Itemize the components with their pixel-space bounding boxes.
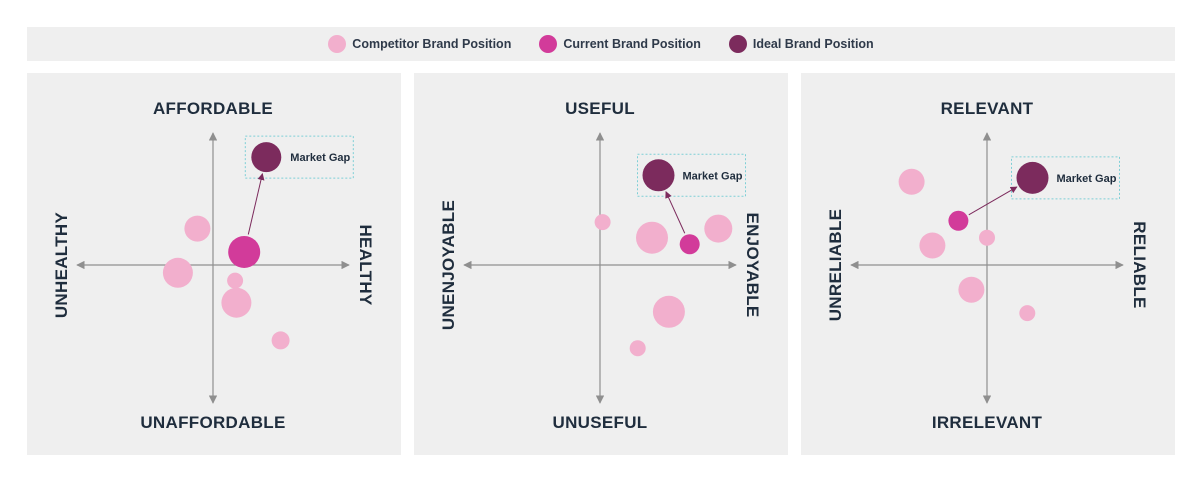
competitor-bubble bbox=[594, 214, 611, 231]
competitor-bubble bbox=[221, 287, 252, 318]
legend-item-ideal: Ideal Brand Position bbox=[728, 35, 874, 53]
axis-label-top: AFFORDABLE bbox=[153, 99, 273, 118]
competitor-bubble bbox=[636, 221, 668, 254]
legend-label: Competitor Brand Position bbox=[352, 37, 512, 51]
chart-svg-2: USEFUL UNUSEFUL UNENJOYABLE ENJOYABLE Market… bbox=[439, 99, 762, 432]
competitor-dot-icon bbox=[328, 35, 347, 53]
legend: Competitor Brand Position Current Brand … bbox=[27, 27, 1175, 61]
competitor-bubble bbox=[227, 272, 244, 289]
ideal-brand-bubble bbox=[642, 159, 675, 192]
competitor-bubble bbox=[629, 340, 646, 357]
axis-label-right: RELIABLE bbox=[1130, 221, 1149, 308]
legend-item-competitor: Competitor Brand Position bbox=[328, 35, 511, 53]
market-gap-label: Market Gap bbox=[683, 170, 743, 182]
market-gap-arrow bbox=[968, 186, 1018, 216]
current-dot-icon bbox=[539, 35, 558, 53]
competitor-bubble bbox=[184, 215, 211, 242]
ideal-brand-bubble bbox=[251, 142, 282, 173]
legend-label: Ideal Brand Position bbox=[752, 37, 874, 51]
competitor-bubble bbox=[919, 232, 946, 259]
axis-label-left: UNENJOYABLE bbox=[439, 200, 458, 330]
competitor-bubble bbox=[704, 214, 733, 243]
axis-label-left: UNHEALTHY bbox=[52, 212, 71, 319]
market-gap-arrow bbox=[247, 172, 265, 235]
axis-label-right: ENJOYABLE bbox=[743, 212, 762, 317]
market-gap-label: Market Gap bbox=[1057, 173, 1117, 185]
perceptual-map-3: RELEVANT IRRELEVANT UNRELIABLE RELIABLE Mark… bbox=[801, 73, 1175, 455]
axis-label-bottom: UNAFFORDABLE bbox=[140, 413, 285, 432]
axis-label-top: RELEVANT bbox=[941, 99, 1034, 118]
competitor-bubble bbox=[1019, 305, 1036, 322]
market-gap-box bbox=[1011, 156, 1120, 200]
legend-label: Current Brand Position bbox=[563, 37, 701, 51]
current-brand-bubble bbox=[228, 236, 261, 268]
market-gap-arrow bbox=[665, 191, 686, 234]
current-brand-bubble bbox=[679, 234, 700, 255]
perceptual-map-2: USEFUL UNUSEFUL UNENJOYABLE ENJOYABLE Market… bbox=[414, 73, 788, 455]
current-brand-bubble bbox=[948, 210, 969, 231]
competitor-bubble bbox=[898, 168, 925, 195]
competitor-bubble bbox=[652, 295, 685, 328]
ideal-dot-icon bbox=[728, 35, 747, 53]
market-gap-box bbox=[244, 135, 354, 179]
axis-label-left: UNRELIABLE bbox=[826, 209, 845, 322]
market-gap-label: Market Gap bbox=[290, 152, 350, 164]
competitor-bubble bbox=[271, 331, 290, 350]
axis-label-right: HEALTHY bbox=[356, 224, 375, 305]
competitor-bubble bbox=[979, 229, 995, 246]
axis-label-top: USEFUL bbox=[565, 99, 635, 118]
perceptual-map-1: AFFORDABLE UNAFFORDABLE UNHEALTHY HEALTHY Ma… bbox=[27, 73, 401, 455]
competitor-bubble bbox=[958, 276, 985, 303]
competitor-bubble bbox=[162, 257, 193, 288]
axis-label-bottom: UNUSEFUL bbox=[553, 413, 648, 432]
axis-label-bottom: IRRELEVANT bbox=[932, 413, 1043, 432]
chart-svg-3: RELEVANT IRRELEVANT UNRELIABLE RELIABLE Mark… bbox=[826, 99, 1149, 432]
legend-item-current: Current Brand Position bbox=[539, 35, 701, 53]
chart-svg-1: AFFORDABLE UNAFFORDABLE UNHEALTHY HEALTHY Ma… bbox=[52, 99, 375, 432]
market-gap-box bbox=[637, 153, 746, 197]
ideal-brand-bubble bbox=[1016, 161, 1049, 194]
